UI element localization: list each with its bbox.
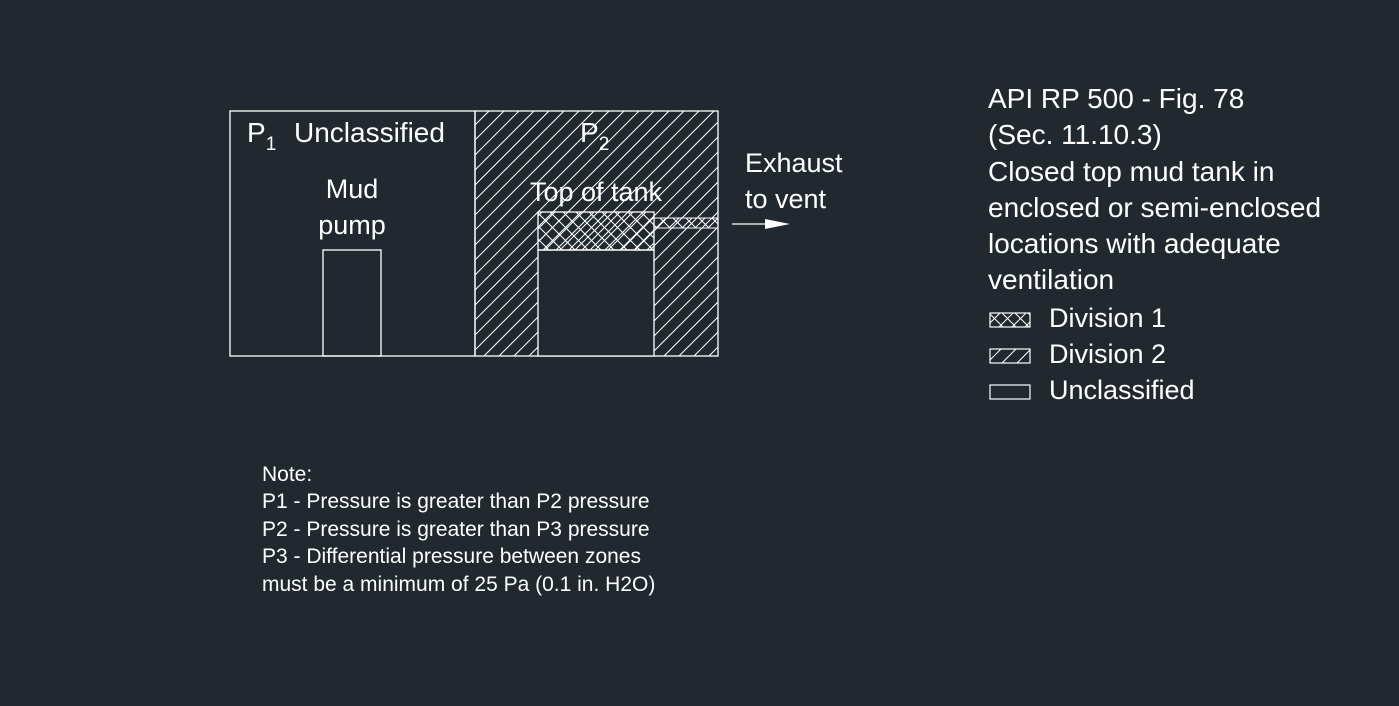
description-line-3: locations with adequate — [988, 228, 1281, 259]
legend-swatch-division2 — [989, 348, 1031, 364]
p2-label: P2 — [580, 117, 609, 155]
note-line-1: P1 - Pressure is greater than P2 pressur… — [262, 490, 650, 513]
legend-label-unclassified: Unclassified — [1049, 375, 1195, 405]
description-line-1: Closed top mud tank in — [988, 156, 1274, 187]
unclassified-zone-label: Unclassified — [294, 117, 445, 148]
tank-body — [537, 249, 655, 357]
mud-tank — [537, 211, 655, 357]
exhaust-vent: Exhaust to vent — [653, 148, 843, 229]
tank-vapor-space-division1 — [537, 211, 655, 251]
legend-swatch-unclassified — [989, 384, 1031, 400]
legend-swatch-division1 — [989, 312, 1031, 328]
figure-info: API RP 500 - Fig. 78 (Sec. 11.10.3) Clos… — [988, 83, 1321, 295]
legend-label-division1: Division 1 — [1049, 303, 1166, 333]
legend: Division 1 Division 2 Unclassified — [989, 303, 1195, 405]
figure-title: API RP 500 - Fig. 78 — [988, 83, 1244, 114]
mud-pump-shape — [322, 249, 382, 357]
exhaust-label-line1: Exhaust — [745, 148, 843, 178]
unclassified-room: P1 Unclassified Mud pump — [229, 110, 476, 357]
figure-section: (Sec. 11.10.3) — [988, 119, 1162, 150]
exhaust-duct — [653, 217, 719, 229]
mud-pump-label-line1: Mud — [326, 174, 379, 204]
note-line-2: P2 - Pressure is greater than P3 pressur… — [262, 518, 650, 541]
legend-label-division2: Division 2 — [1049, 339, 1166, 369]
mud-pump-label-line2: pump — [318, 210, 386, 240]
exhaust-label-line2: to vent — [745, 184, 827, 214]
exhaust-arrow-head — [765, 219, 790, 229]
note-line-3: P3 - Differential pressure between zones — [262, 545, 641, 568]
note-line-4: must be a minimum of 25 Pa (0.1 in. H2O) — [262, 573, 655, 596]
top-of-tank-label: Top of tank — [530, 177, 663, 207]
p1-label: P1 — [247, 117, 276, 155]
description-line-2: enclosed or semi-enclosed — [988, 192, 1321, 223]
description-line-4: ventilation — [988, 264, 1114, 295]
notes-heading: Note: — [262, 463, 312, 486]
notes: Note: P1 - Pressure is greater than P2 p… — [262, 463, 655, 596]
